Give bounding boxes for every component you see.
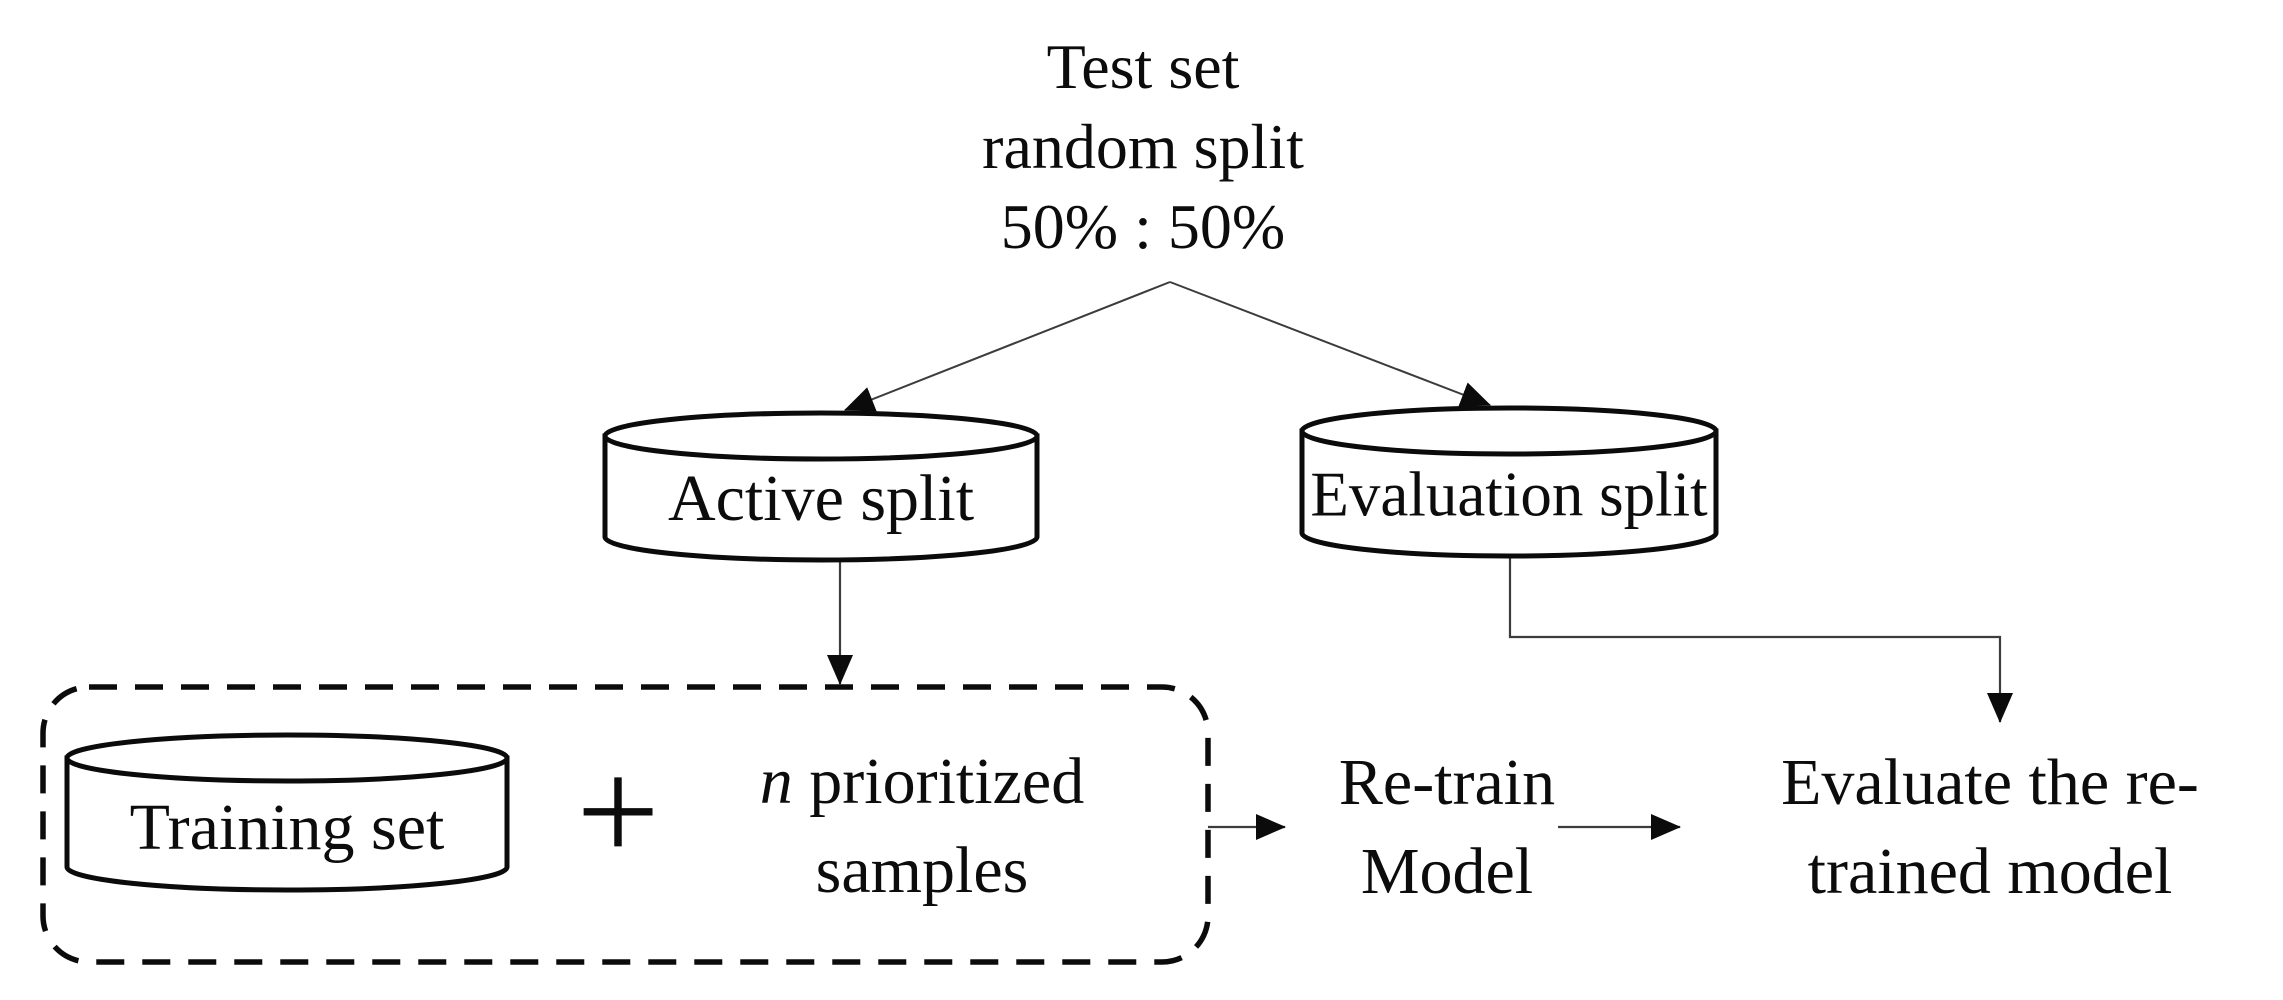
prioritized-text: prioritized (792, 745, 1085, 818)
evaluation-split-cylinder (1299, 405, 1719, 559)
prioritized-samples-label: n prioritized samples (760, 737, 1084, 915)
plus-sign: + (576, 730, 660, 894)
training-set-cylinder (64, 732, 510, 893)
flow-connectors (827, 556, 2013, 840)
prioritized-samples-line2: samples (815, 834, 1029, 907)
evaluate-line1: Evaluate the re- (1781, 746, 2199, 819)
arrow-to-evaluation-split (1169, 281, 1491, 407)
retrain-line1: Re-train (1338, 746, 1556, 819)
test-set-split-label: Test set random split 50% : 50% (982, 27, 1304, 267)
test-set-line: Test set (1046, 31, 1240, 102)
evaluate-model-label: Evaluate the re- trained model (1781, 738, 2199, 916)
evaluation-split-label: Evaluation split (1310, 459, 1708, 530)
active-split-label: Active split (667, 462, 975, 535)
retrain-model-label: Re-train Model (1339, 738, 1555, 916)
split-connectors (844, 281, 1491, 412)
split-ratio-line: 50% : 50% (1000, 191, 1286, 262)
arrow-to-active-split (844, 281, 1171, 412)
prioritized-samples-line1: n prioritized (760, 737, 1084, 826)
evaluate-line2: trained model (1807, 835, 2173, 908)
active-split-cylinder (602, 410, 1040, 563)
n-variable: n (759, 745, 793, 818)
training-set-label: Training set (129, 791, 445, 864)
random-split-line: random split (982, 111, 1304, 182)
arrow-evaluation-to-evaluate (1508, 556, 2013, 723)
combine-dashed-box (40, 684, 1211, 965)
retrain-line2: Model (1360, 835, 1534, 908)
